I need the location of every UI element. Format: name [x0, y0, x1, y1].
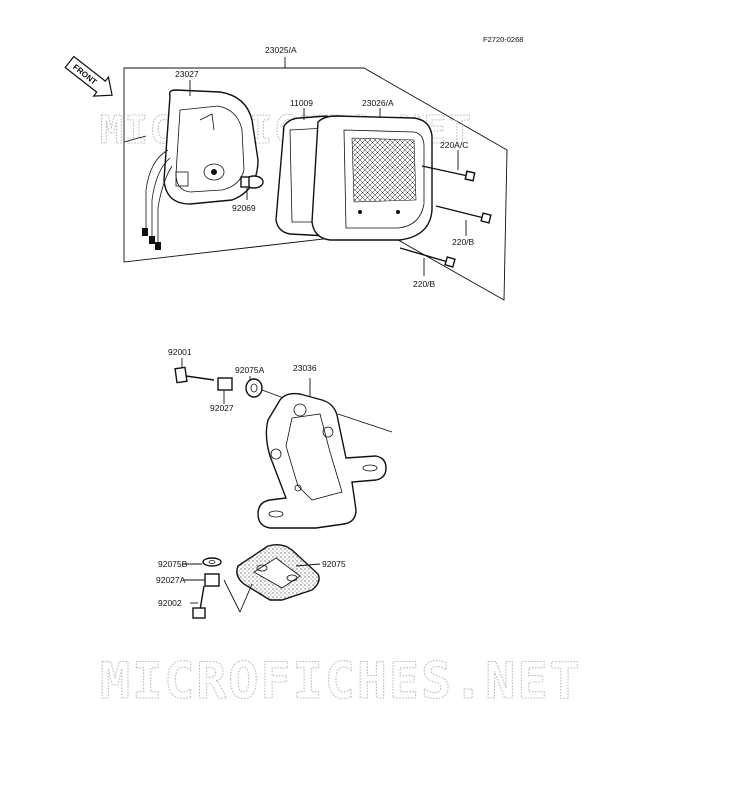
bulb-92069	[240, 175, 264, 200]
callout-92027A: 92027A	[156, 575, 186, 585]
callout-92027: 92027	[210, 403, 234, 413]
screw-220AC	[421, 150, 476, 182]
callout-92075A: 92075A	[235, 365, 265, 375]
callout-220AC: 220A/C	[440, 140, 468, 150]
callout-92001: 92001	[168, 347, 192, 357]
bracket-23036	[257, 378, 393, 529]
callout-220B-upper: 220/B	[452, 237, 475, 247]
callout-23026A: 23026/A	[362, 98, 394, 108]
collar-92027A	[204, 573, 220, 587]
callout-92075B: 92075B	[158, 559, 188, 569]
housing-base-23027	[163, 89, 259, 205]
wiring-harness	[123, 135, 173, 250]
callout-220B-lower: 220/B	[413, 279, 436, 289]
front-arrow-icon: FRONT	[64, 55, 113, 97]
callout-23036: 23036	[293, 363, 317, 373]
screw-220B-upper	[435, 205, 492, 236]
collar-92027	[217, 377, 233, 404]
bolt-92001	[174, 358, 215, 384]
damper-92075	[236, 543, 321, 601]
callout-92069: 92069	[232, 203, 256, 213]
tail-light-assembly-frame	[123, 57, 508, 301]
watermark-bottom: MICROFICHES.NET	[100, 652, 582, 710]
callout-23027: 23027	[175, 69, 199, 79]
screw-220B-lower	[399, 247, 456, 276]
callout-23025A: 23025/A	[265, 45, 297, 55]
washer-92075B	[202, 557, 222, 567]
callout-11009: 11009	[290, 98, 313, 108]
lens-23026A	[311, 115, 433, 241]
bolt-92002	[192, 585, 206, 619]
callout-92075: 92075	[322, 559, 346, 569]
figure-reference: F2720-0268	[483, 35, 523, 44]
callout-92002: 92002	[158, 598, 182, 608]
grommet-92075A	[245, 376, 263, 398]
